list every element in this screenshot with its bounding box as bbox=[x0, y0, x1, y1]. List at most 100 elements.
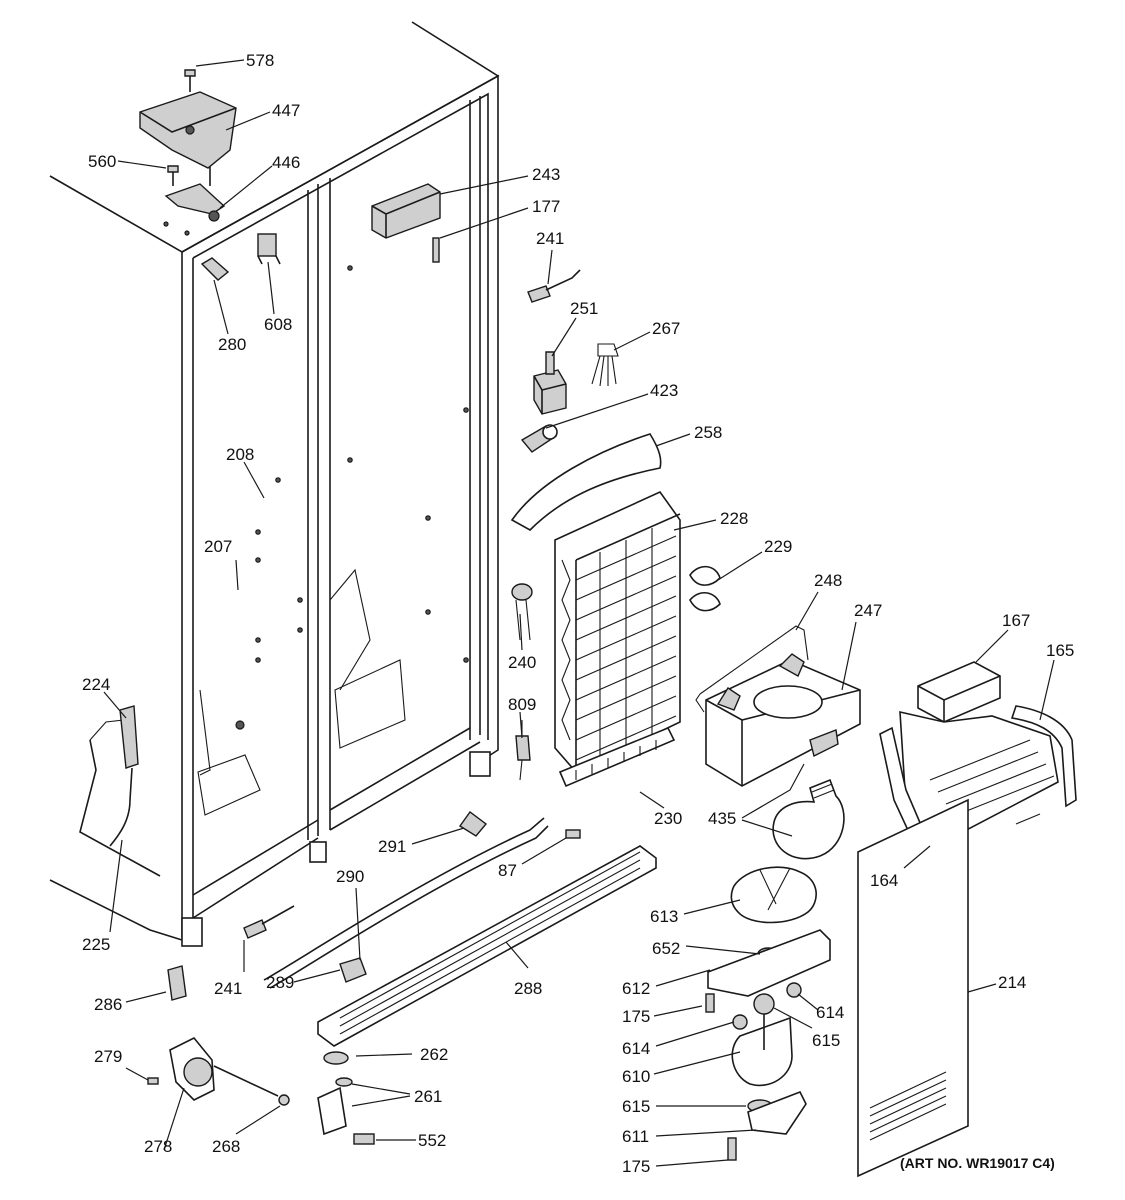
callout-613: 613 bbox=[650, 907, 678, 926]
callout-247: 247 bbox=[854, 601, 882, 620]
callout-87: 87 bbox=[498, 861, 517, 880]
callout-251: 251 bbox=[570, 299, 598, 318]
callout-208: 208 bbox=[226, 445, 254, 464]
callout-268: 268 bbox=[212, 1137, 240, 1156]
top-small-parts bbox=[200, 183, 581, 303]
part-243-shape bbox=[371, 183, 441, 239]
callout-612: 612 bbox=[622, 979, 650, 998]
callout-267: 267 bbox=[652, 319, 680, 338]
callout-241-bottom: 241 bbox=[214, 979, 242, 998]
callout-224: 224 bbox=[82, 675, 110, 694]
part-241-top-shape bbox=[527, 285, 551, 303]
part-87-shape bbox=[565, 829, 581, 839]
callout-207: 207 bbox=[204, 537, 232, 556]
part-288-grille bbox=[317, 845, 657, 1047]
hinge-bracket bbox=[164, 183, 226, 215]
part-612-bracket bbox=[707, 929, 831, 997]
part-175b-shape bbox=[727, 1137, 737, 1161]
part-247-shape bbox=[705, 659, 861, 787]
part-248-shape bbox=[695, 625, 809, 713]
callout-214: 214 bbox=[998, 973, 1026, 992]
callout-447: 447 bbox=[272, 101, 300, 120]
part-809-shape bbox=[515, 735, 531, 761]
callout-175-upper: 175 bbox=[622, 1007, 650, 1026]
callout-288: 288 bbox=[514, 979, 542, 998]
callout-552: 552 bbox=[418, 1131, 446, 1150]
callout-446: 446 bbox=[272, 153, 300, 172]
part-279-shape bbox=[147, 1077, 159, 1085]
callout-435: 435 bbox=[708, 809, 736, 828]
rear-cover-assembly bbox=[857, 661, 1077, 1178]
callout-615-upper: 615 bbox=[812, 1031, 840, 1050]
callout-280: 280 bbox=[218, 335, 246, 354]
callout-229: 229 bbox=[764, 537, 792, 556]
refrigerator-cabinet bbox=[49, 21, 500, 947]
callout-291: 291 bbox=[378, 837, 406, 856]
callout-177: 177 bbox=[532, 197, 560, 216]
callout-614-right: 614 bbox=[816, 1003, 844, 1022]
part-614b-shape bbox=[786, 982, 802, 998]
callout-578: 578 bbox=[246, 51, 274, 70]
part-167-shape bbox=[917, 661, 1001, 723]
part-286-shape bbox=[167, 965, 187, 1001]
evaporator-coil bbox=[554, 490, 681, 773]
part-608-shape bbox=[257, 233, 277, 257]
callout-258: 258 bbox=[694, 423, 722, 442]
callout-240: 240 bbox=[508, 653, 536, 672]
part-435-socket bbox=[809, 729, 839, 758]
part-258-shape bbox=[510, 433, 662, 531]
callout-610: 610 bbox=[622, 1067, 650, 1086]
callout-243: 243 bbox=[532, 165, 560, 184]
callout-286: 286 bbox=[94, 995, 122, 1014]
part-251-shape bbox=[533, 369, 567, 415]
callout-809: 809 bbox=[508, 695, 536, 714]
callout-165: 165 bbox=[1046, 641, 1074, 660]
fan-bracket-assembly bbox=[695, 625, 861, 787]
callout-241-top: 241 bbox=[536, 229, 564, 248]
fan-motor-assembly bbox=[705, 866, 831, 1161]
callout-423: 423 bbox=[650, 381, 678, 400]
art-number: (ART NO. WR19017 C4) bbox=[900, 1155, 1055, 1171]
part-280-shape bbox=[200, 257, 230, 281]
callout-167: 167 bbox=[1002, 611, 1030, 630]
water-tube bbox=[79, 705, 161, 877]
callout-164: 164 bbox=[870, 871, 898, 890]
callout-614-left: 614 bbox=[622, 1039, 650, 1058]
callout-labels: 578 447 560 446 243 177 241 608 280 251 … bbox=[82, 51, 1074, 1176]
callout-230: 230 bbox=[654, 809, 682, 828]
part-229-clips bbox=[689, 565, 721, 612]
part-267-shape bbox=[597, 343, 619, 357]
callout-611: 611 bbox=[622, 1127, 649, 1146]
part-613-fan-blade bbox=[730, 866, 817, 924]
part-614a-shape bbox=[732, 1014, 748, 1030]
callout-560: 560 bbox=[88, 152, 116, 171]
control-parts bbox=[510, 343, 662, 531]
part-289-shape bbox=[339, 957, 367, 983]
part-261-bracket bbox=[317, 1086, 347, 1136]
part-224-shape bbox=[119, 705, 139, 769]
part-552-shape bbox=[353, 1133, 375, 1145]
callout-278: 278 bbox=[144, 1137, 172, 1156]
light-bulb bbox=[772, 778, 845, 860]
part-240-shape bbox=[511, 583, 533, 601]
callout-652: 652 bbox=[652, 939, 680, 958]
part-261-washer bbox=[335, 1077, 353, 1087]
callout-248: 248 bbox=[814, 571, 842, 590]
part-262-shape bbox=[323, 1051, 349, 1065]
callout-225: 225 bbox=[82, 935, 110, 954]
part-230-shape bbox=[558, 726, 676, 788]
callout-608: 608 bbox=[264, 315, 292, 334]
callout-262: 262 bbox=[420, 1045, 448, 1064]
leader-lines bbox=[103, 59, 1055, 1167]
callout-261: 261 bbox=[414, 1087, 442, 1106]
hinge-screw-side bbox=[167, 165, 179, 173]
callout-289: 289 bbox=[266, 973, 294, 992]
hinge-screw-top bbox=[184, 69, 196, 77]
callout-279: 279 bbox=[94, 1047, 122, 1066]
callout-175-lower: 175 bbox=[622, 1157, 650, 1176]
part-268-shape bbox=[278, 1094, 290, 1106]
sensors bbox=[511, 583, 533, 781]
part-177-shape bbox=[432, 237, 440, 263]
part-175a-shape bbox=[705, 993, 715, 1013]
